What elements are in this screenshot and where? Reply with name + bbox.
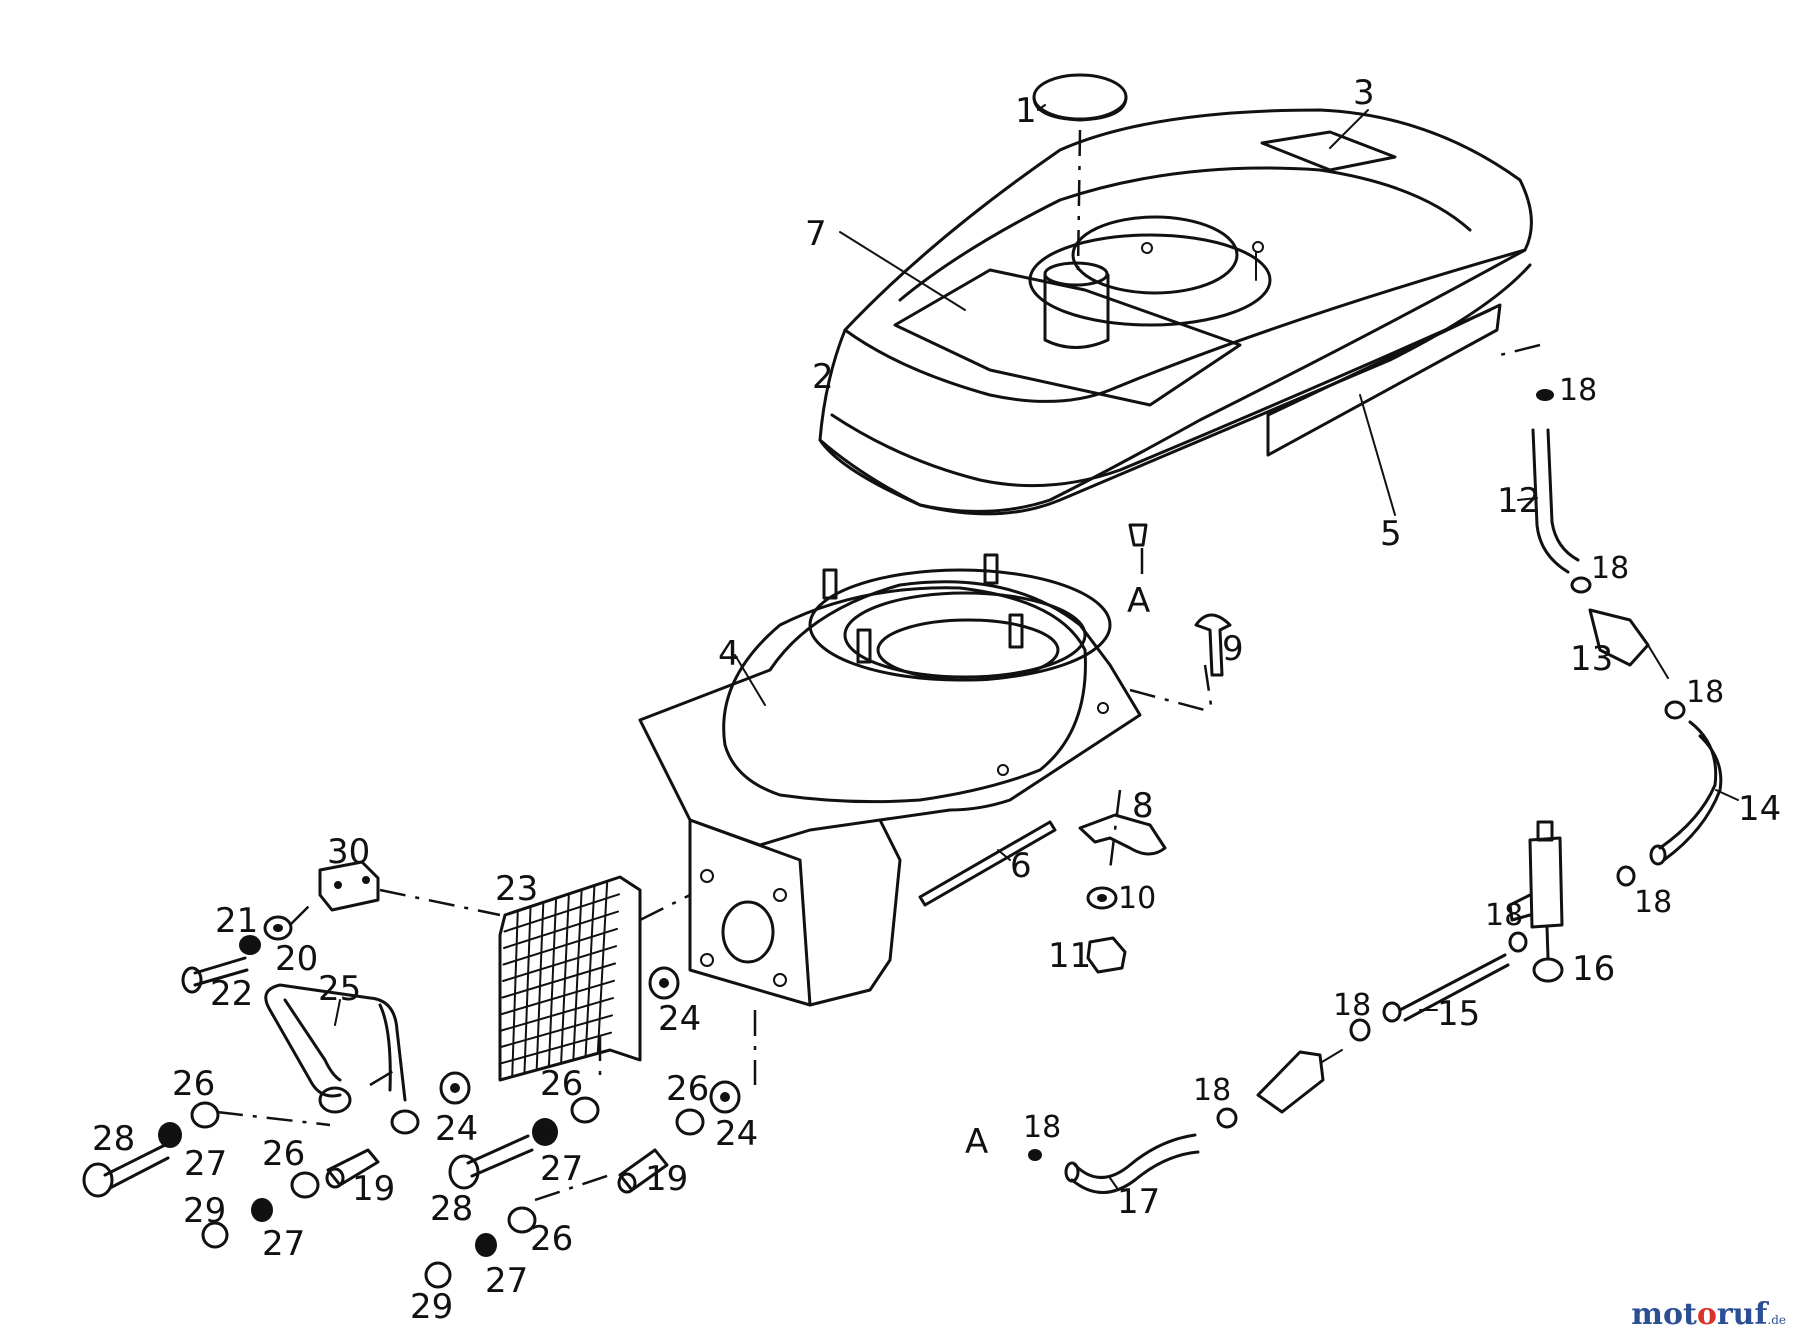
label-6: 6 bbox=[1010, 846, 1032, 886]
mounts-and-washers bbox=[82, 966, 741, 1289]
label-28-left: 28 bbox=[92, 1119, 135, 1159]
mesh-line bbox=[501, 962, 616, 999]
label-27-d: 27 bbox=[485, 1261, 528, 1301]
watermark-tld: .de bbox=[1767, 1313, 1786, 1327]
label-27-b: 27 bbox=[540, 1149, 583, 1189]
mesh-line bbox=[500, 997, 614, 1032]
label-18-d: 18 bbox=[1634, 885, 1672, 920]
grille-mesh bbox=[499, 880, 620, 1078]
label-3: 3 bbox=[1353, 73, 1375, 113]
label-18-b: 18 bbox=[1591, 551, 1629, 586]
label-19-left: 19 bbox=[352, 1169, 395, 1209]
label-27-a: 27 bbox=[184, 1144, 227, 1184]
label-18-g: 18 bbox=[1193, 1073, 1231, 1108]
label-24-b: 24 bbox=[435, 1109, 478, 1149]
grille-23 bbox=[498, 875, 642, 1082]
label-16: 16 bbox=[1572, 949, 1615, 989]
mesh-line bbox=[502, 945, 617, 982]
stud-6 bbox=[918, 820, 1057, 907]
label-A-cover: A bbox=[1127, 581, 1150, 621]
label-10: 10 bbox=[1118, 881, 1156, 916]
label-21: 21 bbox=[215, 901, 258, 941]
label-18-e: 18 bbox=[1485, 898, 1523, 933]
label-30: 30 bbox=[327, 832, 370, 872]
label-19-right: 19 bbox=[645, 1159, 688, 1199]
label-12: 12 bbox=[1497, 481, 1540, 521]
fan-housing bbox=[638, 553, 1142, 1007]
label-27-c: 27 bbox=[262, 1224, 305, 1264]
label-28-right: 28 bbox=[430, 1189, 473, 1229]
watermark-text-start: mot bbox=[1631, 1297, 1697, 1332]
label-18-h: 18 bbox=[1023, 1110, 1061, 1145]
label-13-upper: 13 bbox=[1570, 639, 1613, 679]
label-8: 8 bbox=[1132, 786, 1154, 826]
engine-cover-hood bbox=[818, 108, 1533, 547]
screw-9 bbox=[1194, 613, 1232, 677]
leader-lines bbox=[334, 104, 1739, 1189]
watermark-text-accent: o bbox=[1696, 1297, 1717, 1332]
label-29-a: 29 bbox=[183, 1191, 226, 1231]
label-1: 1 bbox=[1015, 91, 1037, 131]
handle-25 bbox=[264, 983, 420, 1135]
label-20: 20 bbox=[275, 939, 318, 979]
mesh-line bbox=[500, 1014, 613, 1048]
watermark-logo: motoruf.de bbox=[1631, 1297, 1786, 1332]
label-15: 15 bbox=[1437, 994, 1480, 1034]
bracket-30 bbox=[318, 860, 380, 912]
mesh-line bbox=[503, 893, 620, 933]
label-18-f: 18 bbox=[1333, 988, 1371, 1023]
mesh-line bbox=[502, 927, 618, 966]
label-4: 4 bbox=[718, 634, 740, 674]
mesh-line bbox=[503, 910, 619, 949]
mesh-line bbox=[499, 1031, 612, 1065]
label-18-a: 18 bbox=[1559, 373, 1597, 408]
alignment-lines bbox=[216, 129, 1541, 1202]
label-2: 2 bbox=[812, 357, 834, 397]
nut-11 bbox=[1086, 936, 1127, 974]
label-26-b: 26 bbox=[540, 1064, 583, 1104]
mesh-line bbox=[501, 979, 615, 1015]
clamp-8 bbox=[1078, 813, 1167, 856]
label-29-b: 29 bbox=[410, 1287, 453, 1327]
label-26-d: 26 bbox=[262, 1134, 305, 1174]
label-11: 11 bbox=[1048, 936, 1091, 976]
watermark-text-end: ruf bbox=[1716, 1297, 1768, 1332]
label-23: 23 bbox=[495, 869, 538, 909]
label-5: 5 bbox=[1380, 514, 1402, 554]
label-A-hose: A bbox=[965, 1122, 988, 1162]
label-18-c: 18 bbox=[1686, 675, 1724, 710]
label-26-a: 26 bbox=[172, 1064, 215, 1104]
fasteners-left bbox=[181, 915, 293, 994]
label-17: 17 bbox=[1117, 1182, 1160, 1222]
label-7: 7 bbox=[805, 214, 827, 254]
label-24-c: 24 bbox=[715, 1114, 758, 1154]
label-14: 14 bbox=[1738, 789, 1781, 829]
filler-cap bbox=[1032, 73, 1128, 122]
label-24-a: 24 bbox=[658, 999, 701, 1039]
label-9: 9 bbox=[1222, 629, 1244, 669]
label-22: 22 bbox=[210, 974, 253, 1014]
label-26-c: 26 bbox=[666, 1069, 709, 1109]
washer-10 bbox=[1086, 886, 1118, 910]
part-labels: 1 2 3 4 5 6 7 8 9 10 11 12 13 14 15 16 1… bbox=[92, 73, 1781, 1327]
label-26-e: 26 bbox=[530, 1219, 573, 1259]
